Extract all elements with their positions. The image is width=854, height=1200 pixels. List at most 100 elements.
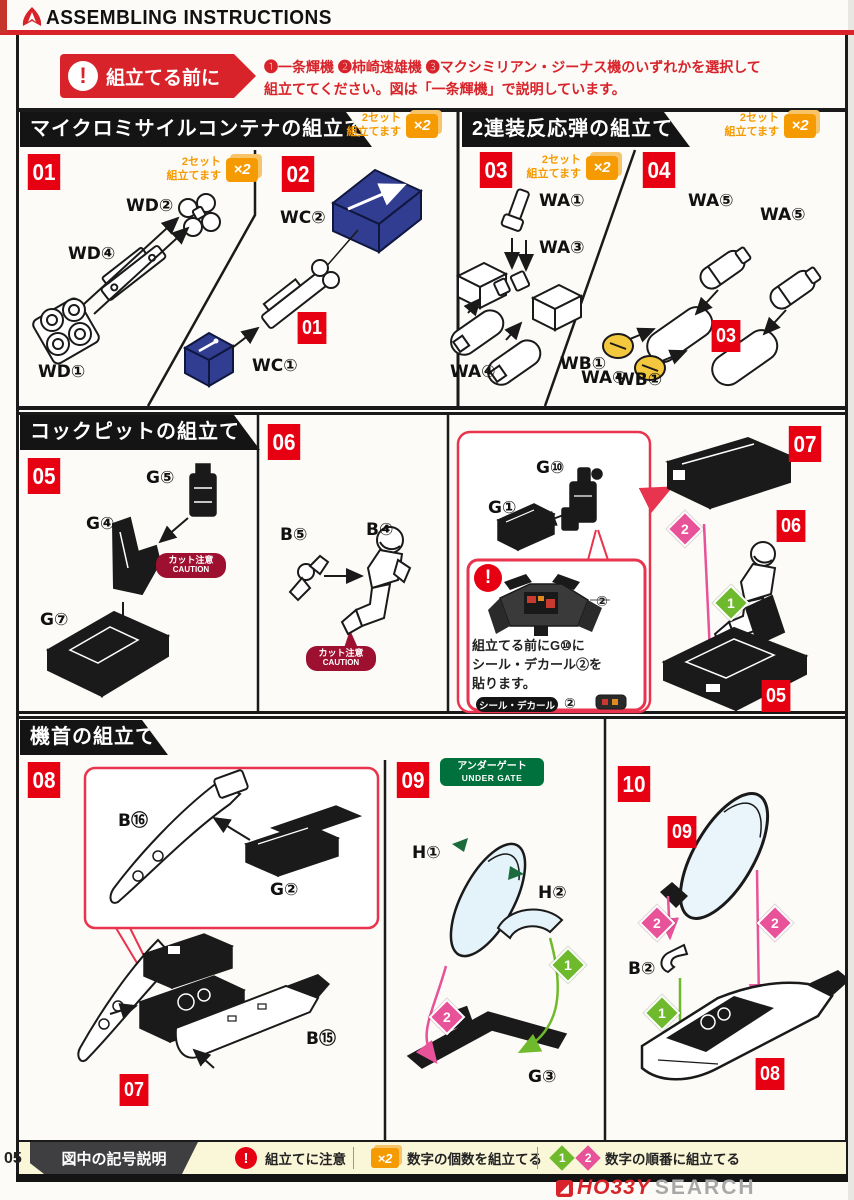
part-label-wb1-b: WB① (616, 370, 663, 390)
part-label-g4: G④ (86, 514, 115, 534)
part-label-wd2: WD② (126, 196, 174, 216)
repeat-line2: 組立てます (346, 125, 401, 138)
row1-illustration (18, 108, 846, 410)
x2-icon: ×2 (371, 1148, 399, 1168)
caution-jp: カット注意 (168, 555, 214, 565)
ref-badge-03: 03 (711, 320, 741, 352)
order-number: 2 (653, 914, 661, 931)
legend-bar: 図中の記号説明 ! 組立てに注意 ×2 数字の個数を組立てる 1 2 数字の順番… (19, 1140, 846, 1174)
part-label-g10: G⑩ (536, 458, 565, 478)
repeat-note-04: 2セット組立てます ×2 (698, 112, 816, 140)
repeat-line2: 組立てます (526, 167, 581, 180)
order-number: 2 (771, 914, 779, 931)
x2-badge: ×2 (586, 155, 618, 180)
repeat-note-02: 2セット組立てます ×2 (318, 112, 438, 140)
hobby-search-logo-icon: ◢ (556, 1179, 573, 1197)
step-badge-09: 09 (396, 762, 430, 798)
order-number: 2 (443, 1008, 451, 1025)
part-label-h2: H② (538, 883, 567, 903)
repeat-line2: 組立てます (166, 169, 221, 182)
step07-assembly-drawing (661, 436, 809, 712)
ref-badge-05: 05 (761, 680, 791, 712)
part-label-g1: G① (488, 498, 517, 518)
left-red-edge (0, 0, 7, 33)
step01-drawing (32, 193, 221, 365)
step-badge-10: 10 (617, 766, 651, 802)
legend-x2-text: 数字の個数を組立てる (407, 1152, 542, 1167)
under-gate-en: UNDER GATE (461, 773, 523, 783)
watermark-text-1: HO33Y (577, 1176, 651, 1199)
section-title-reaction: 2連装反応弾の組立て (462, 112, 690, 147)
part-label-wd1: WD① (38, 362, 86, 382)
frame-right-border (845, 35, 848, 1182)
exclamation-icon: ! (474, 564, 502, 592)
part-label-wa4-b: WA④ (581, 368, 627, 388)
decal-instruction-line1: 組立てる前にG⑩に (472, 638, 585, 653)
part-label-wa1: WA① (539, 191, 585, 211)
part-label-wa5-a: WA⑤ (688, 191, 734, 211)
part-label-g2: G② (270, 880, 299, 900)
part-label-wc1: WC① (252, 356, 298, 376)
frame-left-border (16, 35, 19, 1182)
bottom-black-bar (16, 1174, 848, 1182)
nose-illustration (18, 716, 846, 1140)
part-label-wa3: WA③ (539, 238, 585, 258)
page-number: 05 (4, 1150, 22, 1167)
hobby-search-watermark: ◢ HO33Y SEARCH (556, 1176, 756, 1200)
x2-badge: ×2 (226, 157, 258, 182)
step-badge-04: 04 (642, 152, 676, 188)
part-label-h1: H① (412, 843, 441, 863)
step04-drawing (602, 246, 822, 387)
page-title: ASSEMBLING INSTRUCTIONS (46, 7, 332, 30)
x2-badge: ×2 (406, 113, 438, 138)
exclamation-icon: ! (68, 61, 98, 91)
legend-order-text: 数字の順番に組立てる (605, 1152, 740, 1167)
part-label-wc2: WC② (280, 208, 326, 228)
cut-caution-badge-06: カット注意 CAUTION (306, 646, 376, 671)
watermark-text-2: SEARCH (654, 1176, 756, 1199)
part-label-wa5-b: WA⑤ (760, 205, 806, 225)
step-badge-06: 06 (267, 424, 301, 460)
part-label-g7: G⑦ (40, 610, 69, 630)
under-gate-badge: アンダーゲート UNDER GATE (440, 758, 544, 787)
variant-note-line2: 組立ててください。図は「一条輝機」で説明しています。 (264, 81, 626, 98)
decal-instruction: 組立てる前にG⑩に シール・デカール②を 貼ります。 (472, 636, 602, 693)
instrument-panel-drawing (488, 574, 602, 636)
part-label-g3: G③ (528, 1067, 557, 1087)
step-badge-08: 08 (27, 762, 61, 798)
caution-jp: カット注意 (318, 648, 364, 658)
legend-item-caution: ! 組立てに注意 (235, 1142, 346, 1174)
repeat-line1: 2セット (541, 154, 581, 166)
legend-item-x2: ×2 数字の個数を組立てる (371, 1142, 542, 1174)
ref-badge-01: 01 (297, 312, 327, 344)
step07-callout-drawing (456, 430, 674, 714)
ref-badge-06: 06 (776, 510, 806, 542)
order-number: 1 (564, 956, 572, 973)
before-assembly-label: 組立てる前に (106, 67, 221, 89)
exclamation-icon: ! (235, 1147, 257, 1169)
ref-badge-08: 08 (755, 1058, 785, 1090)
variant-note-line1: ❶一条輝機 ❷柿崎速雄機 ❸マクシミリアン・ジーナス機のいずれかを選択して (264, 59, 761, 75)
step-badge-05: 05 (27, 458, 61, 494)
part-label-g5: G⑤ (146, 468, 175, 488)
repeat-line1: 2セット (361, 112, 401, 124)
legend-caution-text: 組立てに注意 (265, 1152, 346, 1167)
part-label-wd4: WD④ (68, 244, 116, 264)
step10-drawing (640, 792, 846, 1081)
step-badge-07: 07 (788, 426, 822, 462)
decal-number-callout: ② (596, 594, 608, 610)
step-badge-01: 01 (27, 154, 61, 190)
legend-divider (537, 1147, 538, 1169)
order-diamond-1-icon: 1 (549, 1145, 575, 1171)
cut-caution-badge-05: カット注意 CAUTION (156, 553, 226, 578)
part-label-b5: B⑤ (280, 525, 308, 545)
legend-title: 図中の記号説明 (30, 1142, 198, 1174)
step02-drawing (182, 168, 423, 388)
part-label-wb1-a: WB① (560, 354, 607, 374)
ref-badge-09: 09 (667, 816, 697, 848)
before-assembly-badge: ! 組立てる前に (60, 54, 256, 98)
decal-instruction-line3: 貼ります。 (472, 676, 536, 691)
decal-instruction-line2: シール・デカール②を (472, 657, 603, 672)
part-label-wa4-a: WA④ (450, 362, 496, 382)
step-badge-02: 02 (281, 156, 315, 192)
